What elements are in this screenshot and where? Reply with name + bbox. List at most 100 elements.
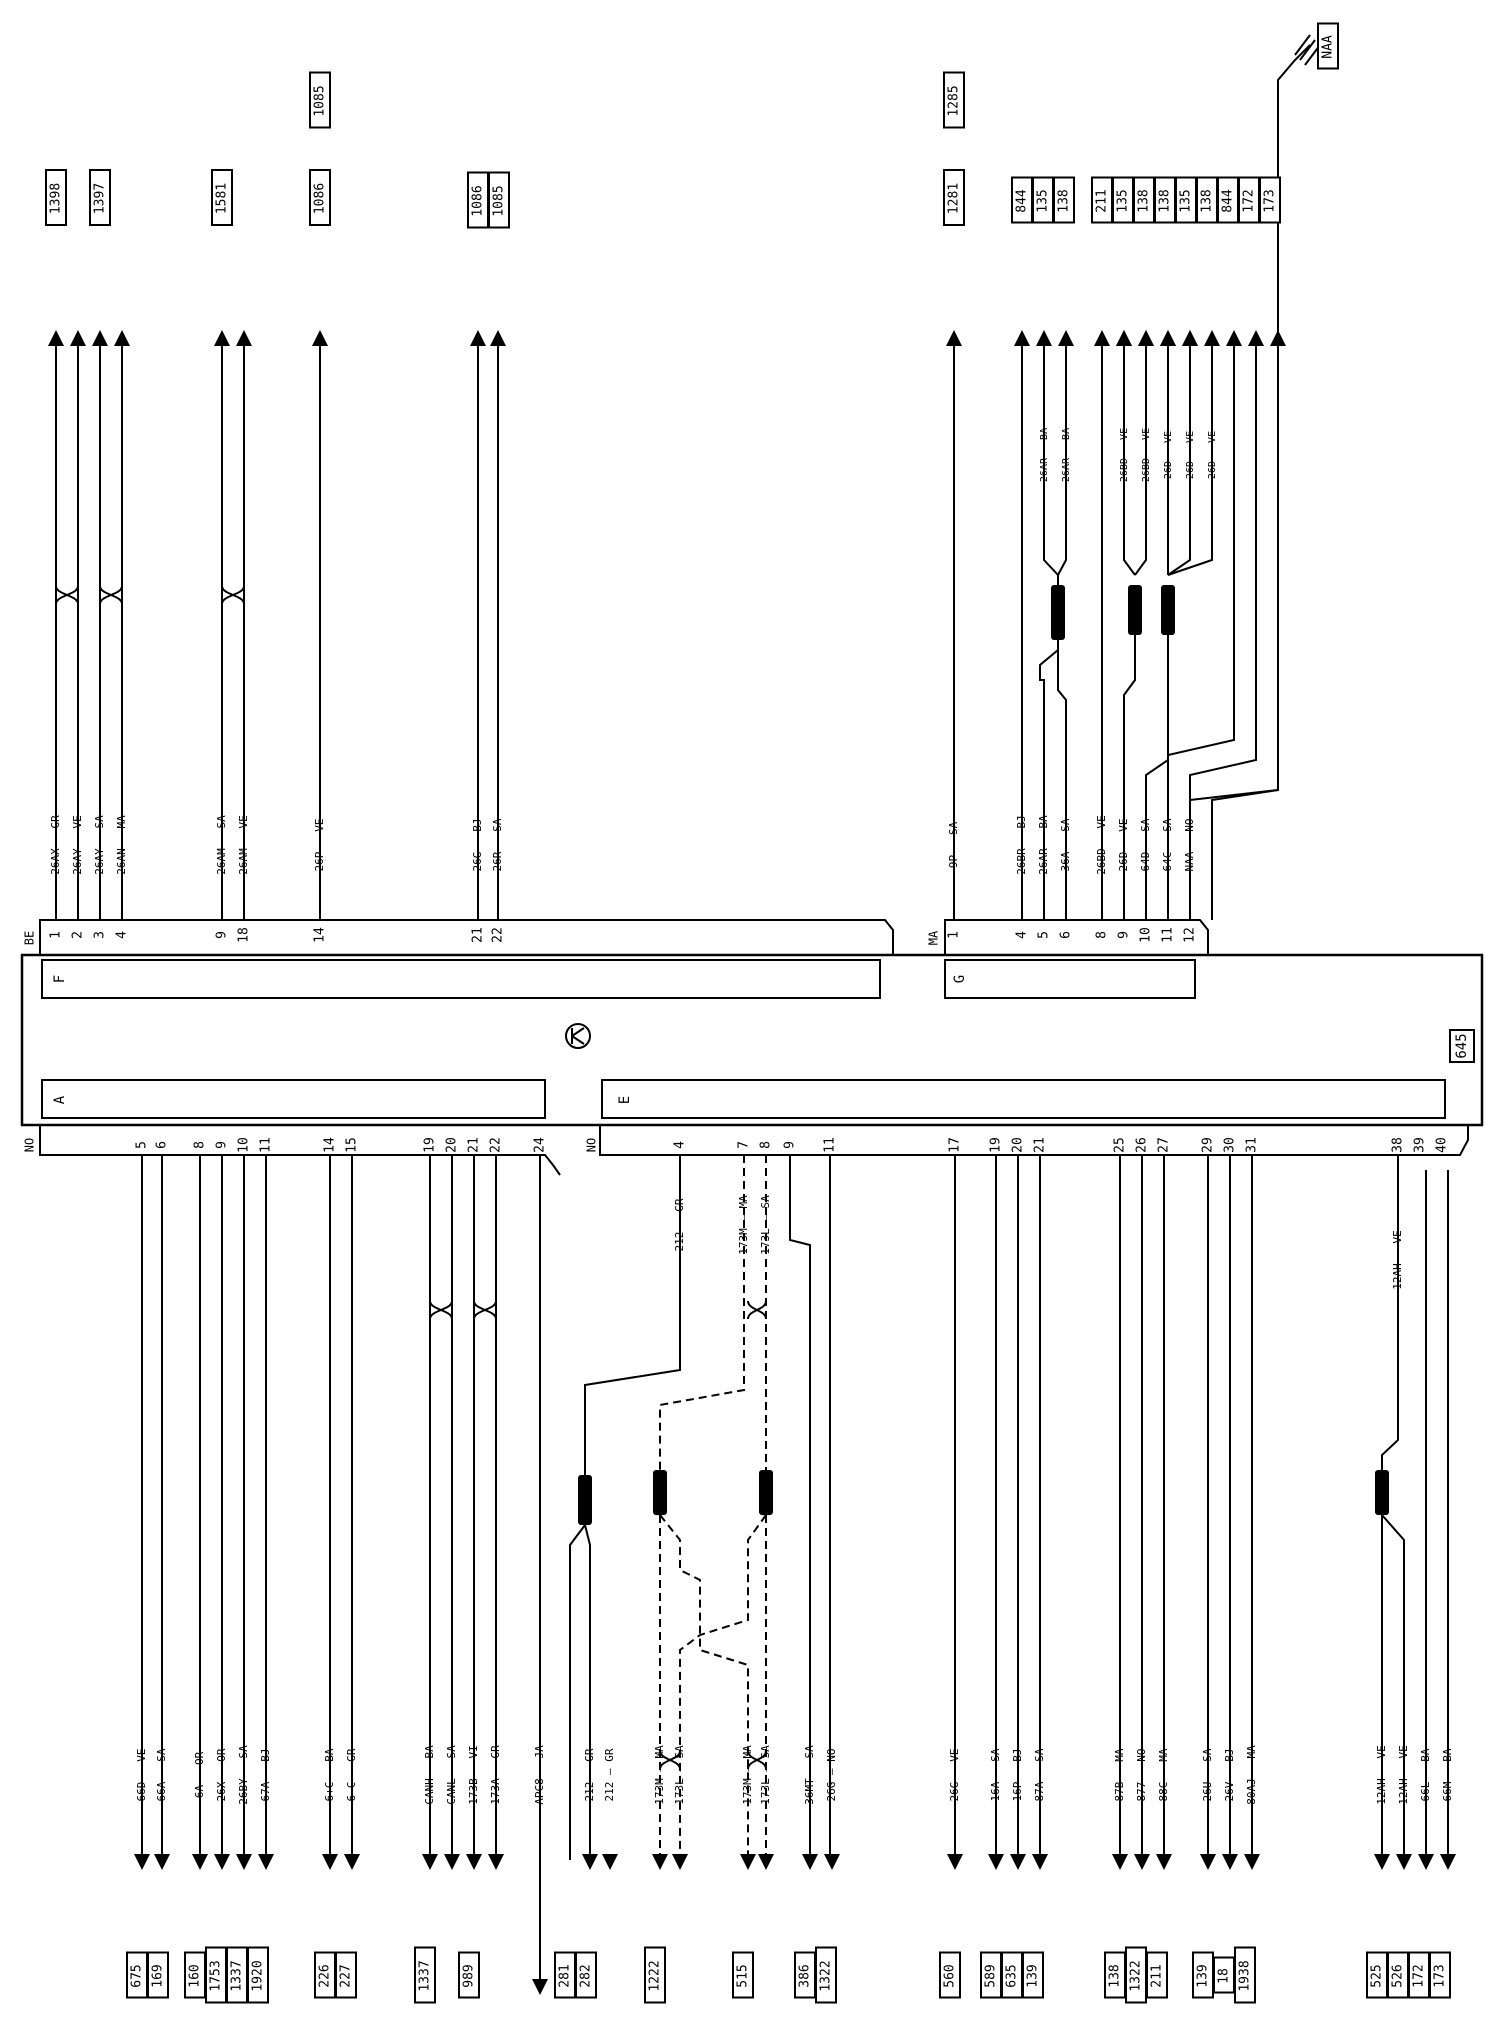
splice-label: E26BD-A: [1130, 589, 1141, 631]
pin-number: 30: [1223, 1137, 1238, 1153]
splice-icon: [1375, 1470, 1389, 1515]
dest-ref: 172: [1412, 1964, 1427, 1987]
dest-ref: 1581: [215, 183, 230, 214]
arrow-down-icon: [154, 1854, 170, 1870]
wire-label: 173B — VI: [467, 1745, 480, 1805]
connector-f-box: [41, 959, 881, 999]
splice-label: E173M-A: [655, 1474, 666, 1516]
reference-box: [1259, 176, 1281, 224]
reference-box: [1429, 1951, 1451, 1999]
arrow-up-icon: [1248, 330, 1264, 346]
wire-label-right: 26D — VE: [1163, 431, 1174, 479]
dest-ref: 844: [1015, 189, 1030, 213]
arrow-down-icon: [532, 1979, 548, 1995]
pin-number: 8: [759, 1141, 774, 1149]
arrow-up-icon: [1094, 330, 1110, 346]
wire-label: 212 — GR: [583, 1748, 596, 1801]
arrow-down-icon: [1244, 1854, 1260, 1870]
dest-ref: 635: [1005, 1964, 1020, 1987]
arrow-up-icon: [1226, 330, 1242, 346]
module-symbol-icon: [571, 1027, 585, 1045]
dest-ref: 1753: [209, 1960, 224, 1991]
arrow-up-icon: [236, 330, 252, 346]
connector-e-bracket: [599, 1125, 1469, 1156]
twisted-pair-icon: [221, 585, 245, 605]
connector-label: A: [52, 1095, 68, 1104]
connector-label: E: [617, 1096, 633, 1104]
arrow-down-icon: [422, 1854, 438, 1870]
wire-label: 26AY — VE: [71, 815, 84, 875]
wire-label: 26AN — MA: [115, 815, 128, 875]
dest-ref: 1322: [1129, 1960, 1144, 1991]
pin-number: 4: [115, 931, 130, 939]
dest-ref: 560: [943, 1964, 958, 1987]
pin-number: 22: [489, 1137, 504, 1153]
twisted-pair-icon: [55, 585, 79, 605]
pin-number: 4: [673, 1141, 688, 1149]
wire-label: 173M — MA: [741, 1745, 754, 1805]
dest-ref: 1285: [947, 85, 962, 116]
arrow-down-icon: [1134, 1854, 1150, 1870]
reference-box: [1053, 176, 1075, 224]
wire-label: 173A — GR: [489, 1745, 502, 1805]
wire-lower: [569, 1524, 586, 1860]
pin-number: 24: [533, 1137, 548, 1153]
arrow-down-icon: [988, 1854, 1004, 1870]
dest-ref: 515: [736, 1964, 751, 1987]
connector-f-bracket: [39, 919, 894, 955]
wire-upper: [1167, 340, 1235, 920]
connector-g-box: [944, 959, 1196, 999]
wire-label: 26BR — BJ: [1015, 815, 1028, 875]
pin-number: 8: [193, 1141, 208, 1149]
arrow-down-icon: [582, 1854, 598, 1870]
pin-number: 9: [215, 1141, 230, 1149]
wire-label: 26X — OR: [215, 1748, 228, 1801]
arrow-up-icon: [1182, 330, 1198, 346]
pin-number: 19: [423, 1137, 438, 1153]
wire-label: CANH — BA: [423, 1745, 436, 1805]
wire-label: 26U — SA: [1201, 1748, 1214, 1801]
wire-lower: [659, 1155, 745, 1470]
pin-number: 9: [215, 931, 230, 939]
dest-ref: 173: [1263, 189, 1278, 212]
wire-label: 26D — VE: [1117, 819, 1130, 872]
pin-number: 11: [823, 1137, 838, 1153]
wire-label: 26G — VE: [948, 1749, 961, 1802]
arrow-up-icon: [214, 330, 230, 346]
wire-label: 12AH — VE: [1391, 1230, 1404, 1290]
arrow-down-icon: [344, 1854, 360, 1870]
reference-box: [89, 169, 111, 226]
wire-label: 12AH — VE: [1397, 1745, 1410, 1805]
dest-ref: 135: [1116, 189, 1131, 212]
dest-ref: 169: [151, 1964, 166, 1987]
arrow-up-icon: [1036, 330, 1052, 346]
arrow-up-icon: [470, 330, 486, 346]
wire-label: 16P — BJ: [1011, 1749, 1024, 1802]
wire-label: 26AY — SA: [93, 815, 106, 875]
wire-label: 212 — GR: [603, 1748, 616, 1801]
wire-upper: [1134, 340, 1147, 576]
pin-number: 21: [467, 1137, 482, 1153]
arrow-up-icon: [92, 330, 108, 346]
reference-box: [414, 1946, 436, 2004]
wire-lower: [789, 1155, 811, 1860]
wire-label: NAA — NO: [1183, 819, 1196, 872]
wire-label: 12AH — VE: [1375, 1745, 1388, 1805]
connector-color: BE: [23, 931, 37, 945]
dest-ref: 226: [318, 1964, 333, 1987]
splice-icon: [653, 1470, 667, 1515]
dest-ref: 211: [1150, 1964, 1165, 1987]
reference-box: [732, 1951, 754, 1999]
splice-icon: [1128, 585, 1142, 635]
pin-number: 20: [1011, 1137, 1026, 1153]
dest-ref: 844: [1221, 189, 1236, 213]
arrow-down-icon: [758, 1854, 774, 1870]
twisted-pair-icon: [659, 1750, 681, 1770]
wire-layer: [20, 34, 1484, 1995]
dest-ref: 525: [1370, 1964, 1385, 1987]
dest-ref: 1397: [93, 183, 108, 214]
pin-number: 9: [783, 1141, 798, 1149]
arrow-down-icon: [214, 1854, 230, 1870]
arrow-up-icon: [1160, 330, 1176, 346]
pin-number: 40: [1435, 1137, 1450, 1153]
